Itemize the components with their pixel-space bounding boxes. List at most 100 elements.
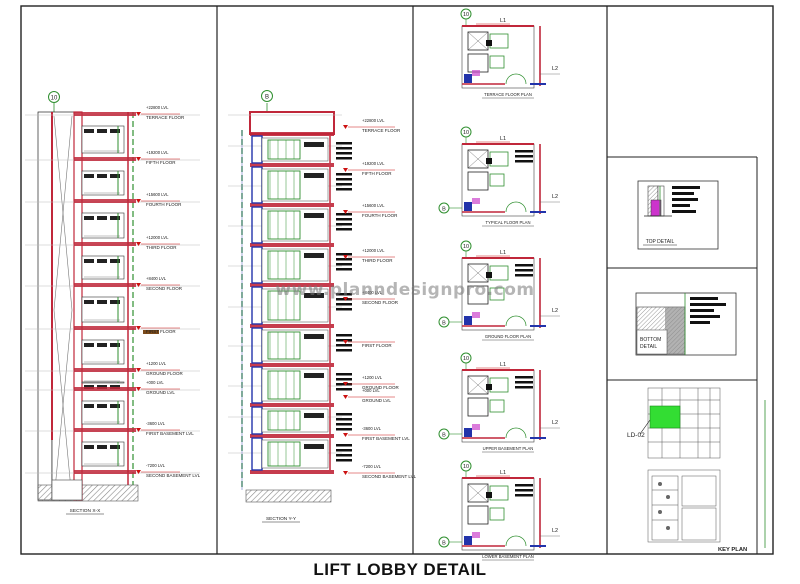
grid-bubble-label: 10 [463, 244, 469, 250]
key-plan-tag: LD-02 [627, 432, 645, 439]
level-value: +22800 LVL [362, 118, 385, 123]
highlight-zone [649, 405, 681, 429]
floor-lobby-block [81, 339, 125, 365]
level-value: +12000 LVL [362, 248, 385, 253]
level-value: +8400 LVL [362, 290, 383, 295]
grid-bubble-label: B [442, 321, 446, 327]
key-plan: LD-02 KEY PLAN [627, 387, 747, 553]
marker-l1: L1 [500, 470, 506, 476]
floor-lobby-block [81, 212, 125, 239]
level-annotation: FIRST FLOOR [136, 326, 180, 334]
watermark: www.planndesignpro.com [275, 280, 535, 300]
floor-lobby-block [251, 286, 352, 325]
level-value: -7200 LVL [362, 464, 382, 469]
section-caption: SECTION X-X [70, 508, 101, 514]
level-label: SECOND FLOOR [362, 300, 399, 305]
level-annotation: -7200 LVL SECOND BASEMENT LVL [136, 463, 201, 478]
plan-caption: TERRACE FLOOR PLAN [484, 92, 532, 97]
level-value: +12000 LVL [146, 235, 169, 240]
grid-bubble-label: 10 [463, 464, 469, 470]
grid-bubble-label: B [442, 541, 446, 547]
detail-caption-line1: BOTTOM [640, 337, 661, 343]
level-annotation: FIRST FLOOR [343, 340, 395, 348]
marker-l1: L1 [500, 136, 506, 142]
level-label: FOURTH FLOOR [146, 202, 182, 207]
level-value: -3600 LVL [146, 421, 166, 426]
grid-bubble-label: B [265, 95, 269, 101]
sheet-title: LIFT LOBBY DETAIL [313, 560, 487, 579]
floor-lobby-block [81, 255, 125, 280]
floor-lobby-block [251, 437, 352, 471]
level-label: THIRD FLOOR [146, 245, 177, 250]
level-value: +000 LVL [362, 388, 380, 393]
level-label: THIRD FLOOR [362, 258, 393, 263]
level-label: FIRST BASEMENT LVL [146, 431, 194, 436]
level-annotation: +19200 LVL FIFTH FLOOR [343, 161, 395, 176]
level-value: +8400 LVL [146, 276, 167, 281]
marker-l1: L1 [500, 362, 506, 368]
level-label: SECOND BASEMENT LVL [362, 474, 417, 479]
floor-lobby-block [81, 441, 125, 467]
marker-l2: L2 [552, 420, 558, 426]
grid-bubble [261, 90, 273, 102]
level-value: +15600 LVL [362, 203, 385, 208]
marker-l1: L1 [500, 250, 506, 256]
grid-bubble-label: 10 [463, 12, 469, 18]
floor-lobby-block [81, 125, 125, 154]
floor-lobby-block [251, 166, 352, 204]
floor-lobby-block [251, 327, 352, 364]
level-annotation: +19200 LVL FIFTH FLOOR [136, 150, 180, 165]
level-annotation: +15600 LVL FOURTH FLOOR [343, 203, 398, 218]
level-label: FIFTH FLOOR [362, 171, 392, 176]
marker-l2: L2 [552, 194, 558, 200]
top-detail: TOP DETAIL [637, 180, 719, 250]
level-value: -3600 LVL [362, 426, 382, 431]
level-label: SECOND BASEMENT LVL [146, 473, 201, 478]
floor-lobby-block [251, 246, 352, 284]
grid-bubble-label: 10 [51, 96, 58, 102]
level-label: GROUND LVL [362, 398, 391, 403]
bottom-detail: BOTTOM DETAIL [635, 292, 737, 356]
sheet-frame [20, 5, 774, 555]
level-annotation: -7200 LVL SECOND BASEMENT LVL [343, 464, 417, 479]
marker-l2: L2 [552, 66, 558, 72]
detail-caption-line2: DETAIL [640, 344, 657, 350]
plan-caption: UPPER BASEMENT PLAN [483, 446, 534, 451]
marker-l2: L2 [552, 308, 558, 314]
level-value: +19200 LVL [362, 161, 385, 166]
grid-bubble-label: B [442, 207, 446, 213]
floor-lobby-block [251, 406, 352, 435]
section-caption: SECTION Y-Y [266, 516, 297, 522]
floor-lobby-block [81, 170, 125, 196]
level-value: +000 LVL [146, 380, 164, 385]
level-label: FIRST FLOOR [362, 343, 392, 348]
level-value: -7200 LVL [146, 463, 166, 468]
level-label: FOURTH FLOOR [362, 213, 398, 218]
level-value: +1200 LVL [362, 375, 383, 380]
level-value: +22800 LVL [146, 105, 169, 110]
marker-l1: L1 [500, 18, 506, 24]
level-value: +19200 LVL [146, 150, 169, 155]
plan-caption: TYPICAL FLOOR PLAN [486, 220, 531, 225]
level-label: FIFTH FLOOR [146, 160, 176, 165]
marker-l2: L2 [552, 528, 558, 534]
plan-caption: LOWER BASEMENT PLAN [482, 554, 534, 559]
grid-bubble-label: 10 [463, 130, 469, 136]
level-label: FIRST FLOOR [146, 329, 176, 334]
floor-lobby-block [251, 206, 352, 244]
detail-caption: TOP DETAIL [646, 239, 675, 245]
